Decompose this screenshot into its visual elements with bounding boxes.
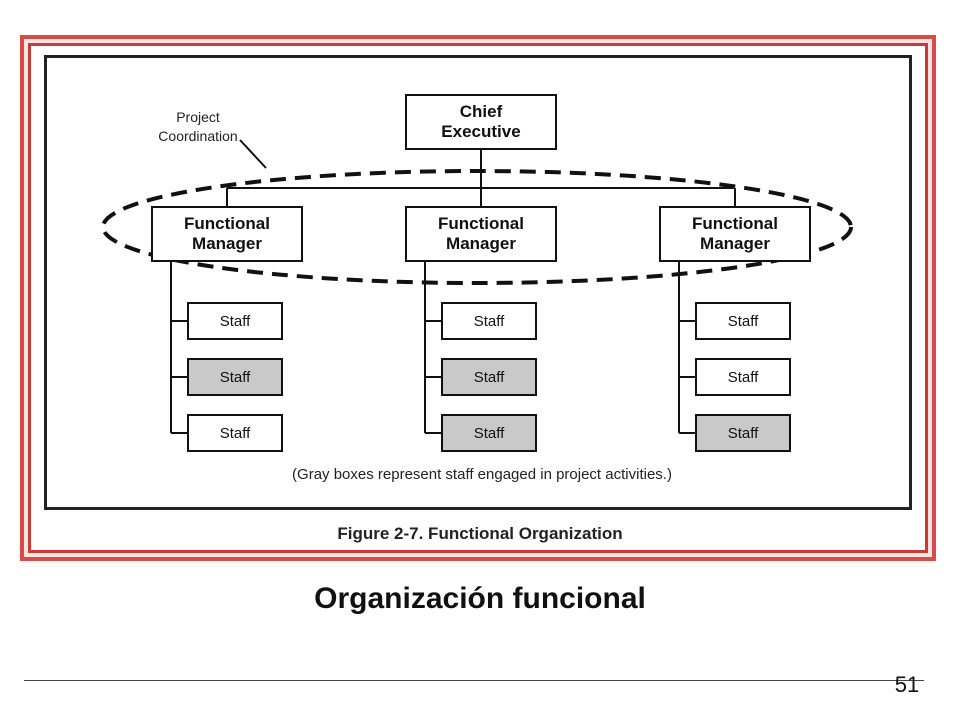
- project-staff-box: Staff: [187, 358, 283, 396]
- footer-divider: [24, 680, 924, 681]
- project-coordination-ellipse: [101, 169, 853, 285]
- staff-box: Staff: [695, 358, 791, 396]
- project-staff-box: Staff: [695, 414, 791, 452]
- staff-box: Staff: [187, 302, 283, 340]
- functional-manager-label-line1: Functional: [184, 214, 270, 233]
- project-coordination-label: Project Coordination: [128, 108, 268, 146]
- functional-manager-label-line2: Manager: [700, 234, 770, 253]
- staff-box: Staff: [695, 302, 791, 340]
- functional-manager-label-line1: Functional: [692, 214, 778, 233]
- slide-title: Organización funcional: [314, 582, 646, 615]
- legend-note: (Gray boxes represent staff engaged in p…: [292, 466, 672, 483]
- staff-box: Staff: [187, 414, 283, 452]
- project-coordination-label-line2: Coordination: [158, 128, 238, 144]
- functional-manager-label-line2: Manager: [446, 234, 516, 253]
- project-staff-box: Staff: [441, 358, 537, 396]
- project-staff-box: Staff: [441, 414, 537, 452]
- functional-manager-label-line2: Manager: [192, 234, 262, 253]
- coordination-pointer: [239, 139, 267, 169]
- chief-executive-label-line2: Executive: [441, 122, 521, 141]
- chief-executive-box: Chief Executive: [405, 94, 557, 150]
- chief-executive-label-line1: Chief: [459, 102, 503, 121]
- functional-manager-label-line1: Functional: [438, 214, 524, 233]
- diagram-border: [44, 55, 912, 510]
- staff-box: Staff: [441, 302, 537, 340]
- slide-page-number: 51: [894, 672, 920, 697]
- figure-caption: Figure 2-7. Functional Organization: [337, 524, 623, 543]
- project-coordination-label-line1: Project: [176, 109, 220, 125]
